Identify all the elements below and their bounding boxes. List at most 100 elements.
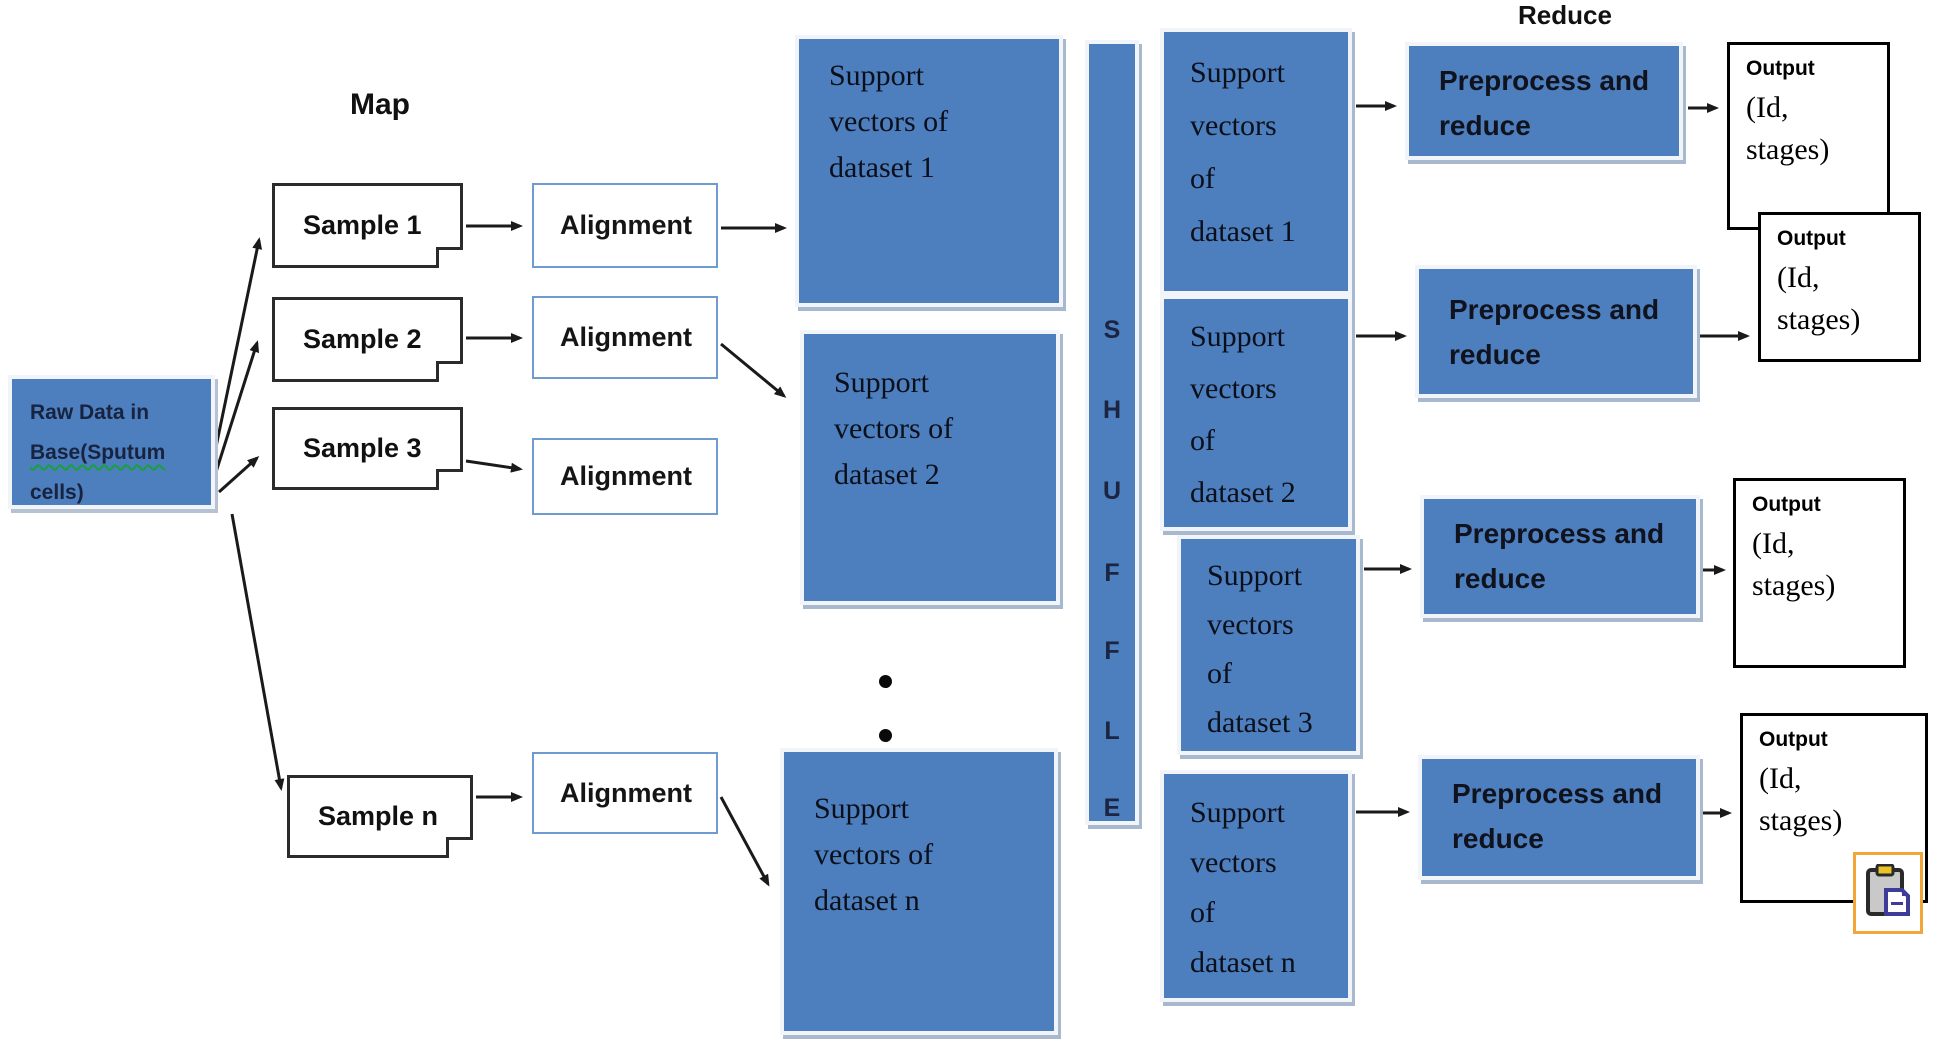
output-2-box: Output (Id, stages) [1758, 212, 1921, 362]
clipboard-paste-glyph [1866, 864, 1910, 916]
output-line: stages) [1777, 303, 1861, 336]
sv-line: of [1190, 162, 1215, 195]
sv-line: dataset n [1190, 946, 1296, 979]
sv-line: Support [1190, 796, 1286, 829]
output-line: (Id, [1746, 91, 1789, 124]
ellipsis-dot: • [879, 675, 892, 688]
raw-data-line: Base(Sputum [30, 441, 166, 464]
sv-line: Support [1190, 320, 1286, 353]
output-title: Output [1759, 728, 1828, 751]
output-line: stages) [1759, 804, 1843, 837]
shuffle-letter: S [1103, 316, 1121, 344]
shuffle-letter: E [1103, 794, 1121, 822]
sample-2-label: Sample 2 [303, 324, 422, 354]
sv-line: vectors [1190, 109, 1277, 142]
shuffled-support-vectors-n-box: Support vectors of dataset n [1160, 770, 1352, 1002]
sv-line: vectors [1207, 608, 1294, 641]
support-vectors-dataset-n-box: Support vectors of dataset n [780, 748, 1058, 1035]
output-title: Output [1752, 493, 1821, 516]
sv-line: of [1190, 896, 1215, 929]
output-line: stages) [1752, 569, 1836, 602]
output-title: Output [1746, 57, 1815, 80]
arrow-raw-to-sample3 [217, 455, 260, 494]
sv-line: vectors of [814, 838, 934, 871]
clipboard-paste-icon [1853, 852, 1923, 934]
sv-line: Support [1207, 559, 1303, 592]
preprocess-reduce-1-box: Preprocess and reduce [1405, 42, 1683, 160]
output-line: (Id, [1759, 762, 1802, 795]
sv-line: vectors [1190, 372, 1277, 405]
alignment-n-label: Alignment [560, 777, 692, 808]
arrow-alignmentn-to-datasetn [719, 796, 770, 887]
sample-1-card: Sample 1 [272, 183, 463, 268]
shuffle-letter: U [1102, 477, 1122, 505]
sample-3-card: Sample 3 [272, 407, 463, 490]
raw-data-line: Raw Data in [30, 401, 150, 424]
output-line: stages) [1746, 133, 1830, 166]
output-title: Output [1777, 227, 1846, 250]
shuffled-support-vectors-2-box: Support vectors of dataset 2 [1160, 295, 1352, 531]
shuffle-letter: F [1104, 559, 1120, 587]
arrow-raw-to-sample2 [214, 340, 260, 473]
alignment-1-label: Alignment [560, 210, 692, 240]
sv-line: vectors of [829, 105, 949, 138]
alignment-3-label: Alignment [560, 461, 692, 491]
prep-line: reduce [1439, 110, 1531, 141]
arrow-alignment2-to-dataset2 [720, 342, 787, 398]
output-3-box: Output (Id, stages) [1733, 478, 1906, 668]
sample-1-label: Sample 1 [303, 210, 422, 240]
support-vectors-dataset-1-box: Support vectors of dataset 1 [795, 35, 1063, 307]
prep-line: reduce [1449, 339, 1541, 370]
sv-line: Support [814, 792, 910, 825]
arrow-raw-to-samplen [230, 513, 285, 791]
sv-line: dataset 1 [829, 151, 935, 184]
sample-n-card: Sample n [287, 775, 473, 858]
sv-line: dataset 2 [834, 458, 940, 491]
sv-line: vectors of [834, 412, 954, 445]
sv-line: dataset n [814, 884, 920, 917]
output-1-box: Output (Id, stages) [1727, 42, 1890, 230]
sv-line: of [1190, 424, 1215, 457]
shuffle-letter: F [1104, 637, 1120, 665]
sv-line: Support [829, 59, 925, 92]
alignment-2-box: Alignment [532, 296, 718, 379]
preprocess-reduce-3-box: Preprocess and reduce [1420, 495, 1700, 618]
prep-line: Preprocess and [1454, 518, 1665, 549]
ellipsis-dot: • [879, 729, 892, 742]
sv-line: dataset 2 [1190, 476, 1296, 509]
sample-2-card: Sample 2 [272, 297, 463, 382]
output-line: (Id, [1752, 527, 1795, 560]
preprocess-reduce-4-box: Preprocess and reduce [1418, 755, 1700, 880]
reduce-phase-label: Reduce [1518, 0, 1612, 30]
prep-line: reduce [1454, 563, 1546, 594]
arrow-raw-to-sample1 [214, 237, 263, 448]
sv-line: Support [834, 366, 930, 399]
sv-line: of [1207, 657, 1232, 690]
sample-n-label: Sample n [318, 801, 439, 831]
map-phase-label: Map [350, 88, 410, 121]
alignment-3-box: Alignment [532, 438, 718, 515]
shuffled-support-vectors-1-box: Support vectors of dataset 1 [1160, 28, 1352, 295]
shuffle-bar: S H U F F L E [1085, 40, 1139, 825]
arrow-sample3-to-alignment3 [465, 459, 523, 473]
prep-line: reduce [1452, 823, 1544, 854]
sv-line: Support [1190, 56, 1286, 89]
output-line: (Id, [1777, 261, 1820, 294]
sv-line: dataset 3 [1207, 706, 1313, 739]
shuffle-letter: L [1104, 717, 1120, 745]
alignment-2-label: Alignment [560, 322, 692, 352]
shuffle-letter: H [1102, 396, 1122, 424]
raw-data-box: Raw Data in Base(Sputum cells) [8, 375, 215, 509]
prep-line: Preprocess and [1439, 65, 1650, 96]
prep-line: Preprocess and [1452, 778, 1663, 809]
preprocess-reduce-2-box: Preprocess and reduce [1415, 265, 1697, 398]
support-vectors-dataset-2-box: Support vectors of dataset 2 [800, 330, 1060, 605]
alignment-n-box: Alignment [532, 752, 718, 834]
raw-data-line: cells) [30, 481, 84, 504]
prep-line: Preprocess and [1449, 294, 1660, 325]
sv-line: vectors [1190, 846, 1277, 879]
sv-line: dataset 1 [1190, 215, 1296, 248]
alignment-1-box: Alignment [532, 183, 718, 268]
sample-3-label: Sample 3 [303, 433, 422, 463]
